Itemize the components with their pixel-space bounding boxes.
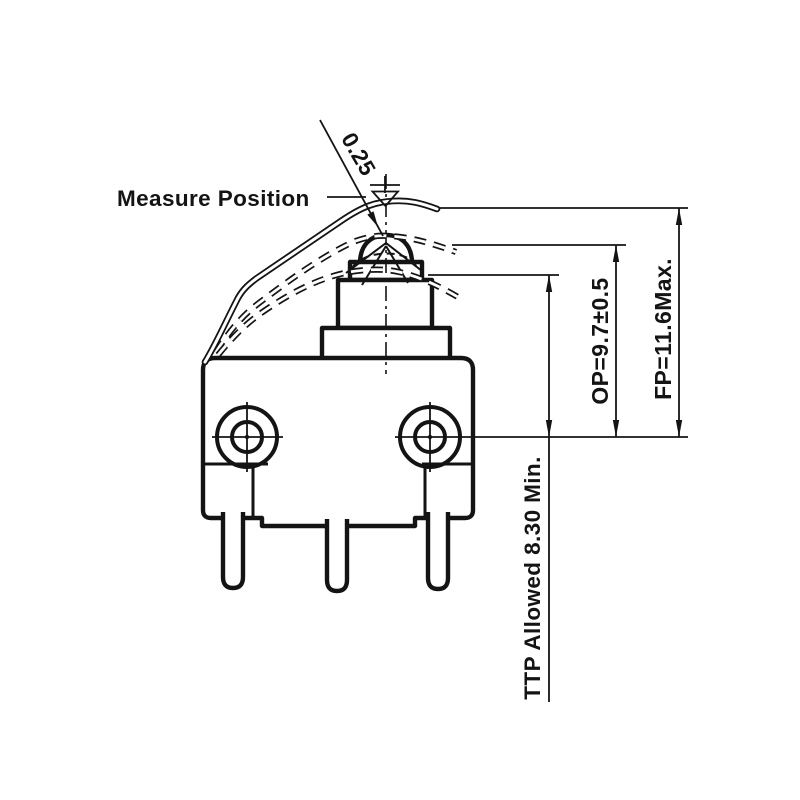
- dome-fan-lines: [345, 242, 423, 286]
- lever-assembly: [201, 197, 465, 366]
- offset-leader-arrowhead: [367, 211, 378, 227]
- terminal-pin-left: [220, 512, 246, 591]
- op-arrow-bottom: [612, 420, 620, 437]
- dome-pressed-arc: [351, 252, 417, 269]
- lever-ttp-position-inner: [216, 268, 464, 356]
- body-outline: [200, 355, 476, 529]
- plunger-mid-block: [335, 277, 435, 331]
- fp-arrow-bottom: [675, 420, 683, 437]
- offset-value-label: 0.25: [336, 128, 380, 180]
- dimensions: [395, 207, 688, 702]
- ttp-dimension-label: TTP Allowed 8.30 Min.: [520, 456, 545, 699]
- mounting-hole-left-crosshair: [212, 402, 283, 472]
- ttp-arrow-bottom: [545, 420, 553, 437]
- measure-position-label: Measure Position: [117, 186, 310, 211]
- offset-leader: [319, 119, 384, 237]
- op-arrow-top: [612, 245, 620, 262]
- measure-position-marker: [327, 176, 400, 208]
- marker-triangle: [370, 190, 400, 208]
- ttp-arrow-top: [545, 275, 553, 292]
- switch-body: [200, 355, 476, 529]
- terminal-pin-right: [425, 512, 451, 592]
- lever-free-position-inner: [203, 199, 439, 364]
- marker-cross: [370, 176, 400, 193]
- dome-pressed-marks: [345, 242, 423, 286]
- fp-arrow-top: [675, 208, 683, 225]
- terminal-pin-center: [324, 519, 350, 594]
- fp-dimension-label: FP=11.6Max.: [650, 258, 676, 400]
- terminal-pins: [220, 512, 451, 594]
- op-dimension-label: OP=9.7±0.5: [587, 277, 613, 404]
